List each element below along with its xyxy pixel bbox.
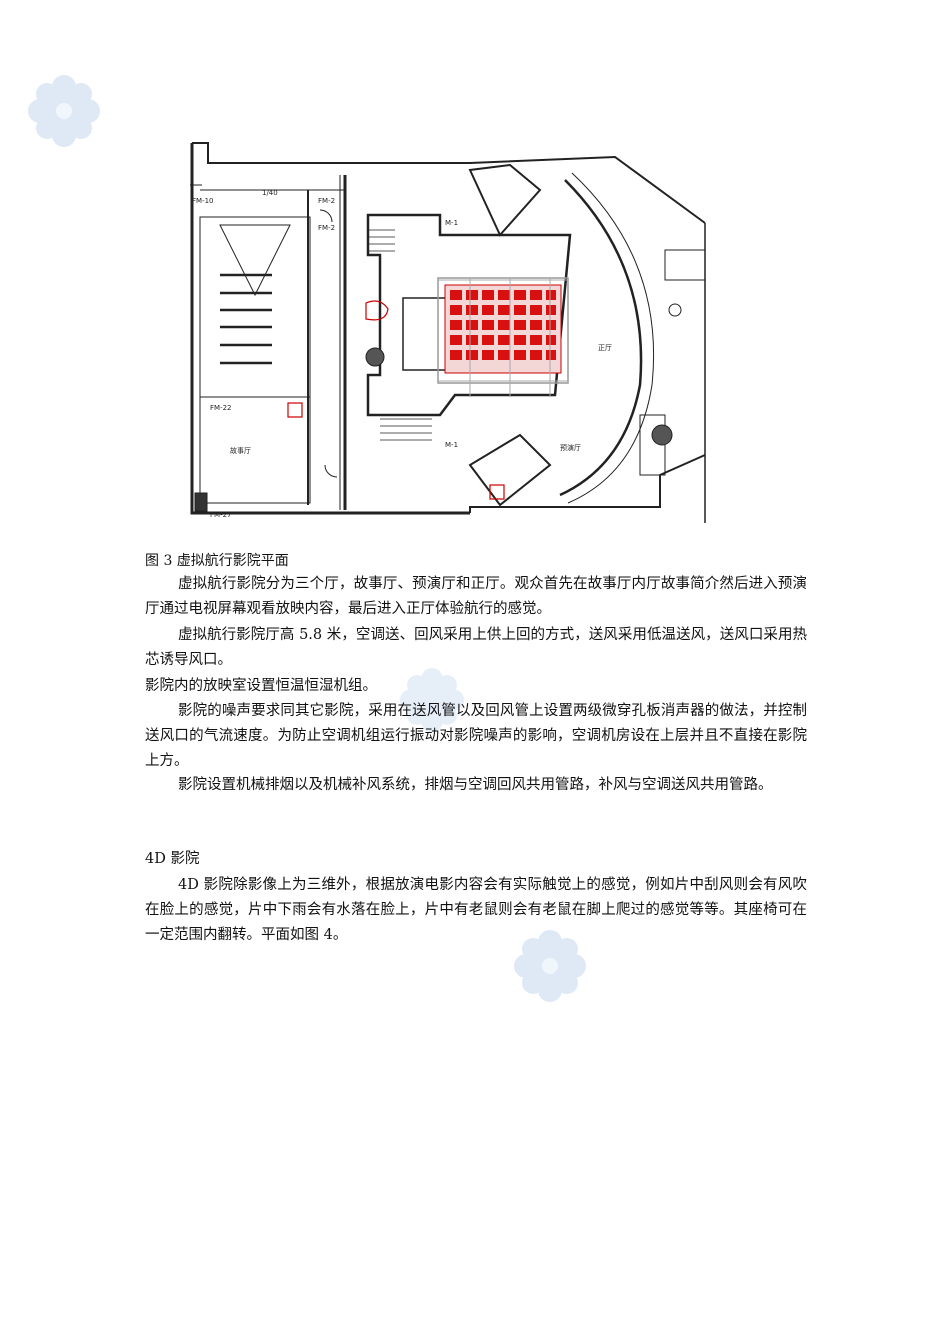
label-room-left: 故事厅 — [230, 446, 251, 455]
paragraph-1: 虚拟航行影院分为三个厅，故事厅、预演厅和正厅。观众首先在故事厅内厅故事简介然后进… — [145, 576, 807, 617]
label-fm27: FM-27 — [210, 511, 232, 519]
floor-plan-figure: FM-10 1/40 FM-2 FM-2 M-1 M-1 FM-22 FM-27… — [170, 135, 730, 530]
label-fm-b: FM-2 — [318, 224, 335, 232]
section-heading: 4D 影院 — [145, 851, 200, 867]
label-fm10: FM-10 — [192, 197, 214, 205]
label-dim: 1/40 — [262, 189, 278, 197]
paragraph-5: 影院设置机械排烟以及机械补风系统，排烟与空调回风共用管路，补风与空调送风共用管路… — [178, 777, 773, 793]
paragraph-3: 影院内的放映室设置恒温恒湿机组。 — [145, 678, 377, 694]
watermark-flower-icon — [514, 930, 586, 1002]
floor-plan-drawing: FM-10 1/40 FM-2 FM-2 M-1 M-1 FM-22 FM-27… — [190, 142, 706, 523]
label-room-bottom: 预演厅 — [560, 443, 581, 452]
label-fm22: FM-22 — [210, 404, 232, 412]
section-paragraph: 4D 影院除影像上为三维外，根据放演电影内容会有实际触觉上的感觉，例如片中刮风则… — [145, 877, 807, 943]
paragraph-2: 虚拟航行影院厅高 5.8 米，空调送、回风采用上供上回的方式，送风采用低温送风，… — [145, 627, 807, 668]
label-m1-top: M-1 — [445, 219, 458, 227]
label-fm-a: FM-2 — [318, 197, 335, 205]
label-m1-bottom: M-1 — [445, 441, 458, 449]
watermark-flower-icon — [28, 75, 100, 147]
paragraph-4: 影院的噪声要求同其它影院，采用在送风管以及回风管上设置两级微穿孔板消声器的做法，… — [145, 703, 807, 769]
watermark-flower-icon — [400, 668, 464, 732]
label-room-right: 正厅 — [598, 344, 612, 352]
figure-caption: 图 3 虚拟航行影院平面 — [145, 553, 289, 569]
seating-area — [437, 277, 569, 397]
